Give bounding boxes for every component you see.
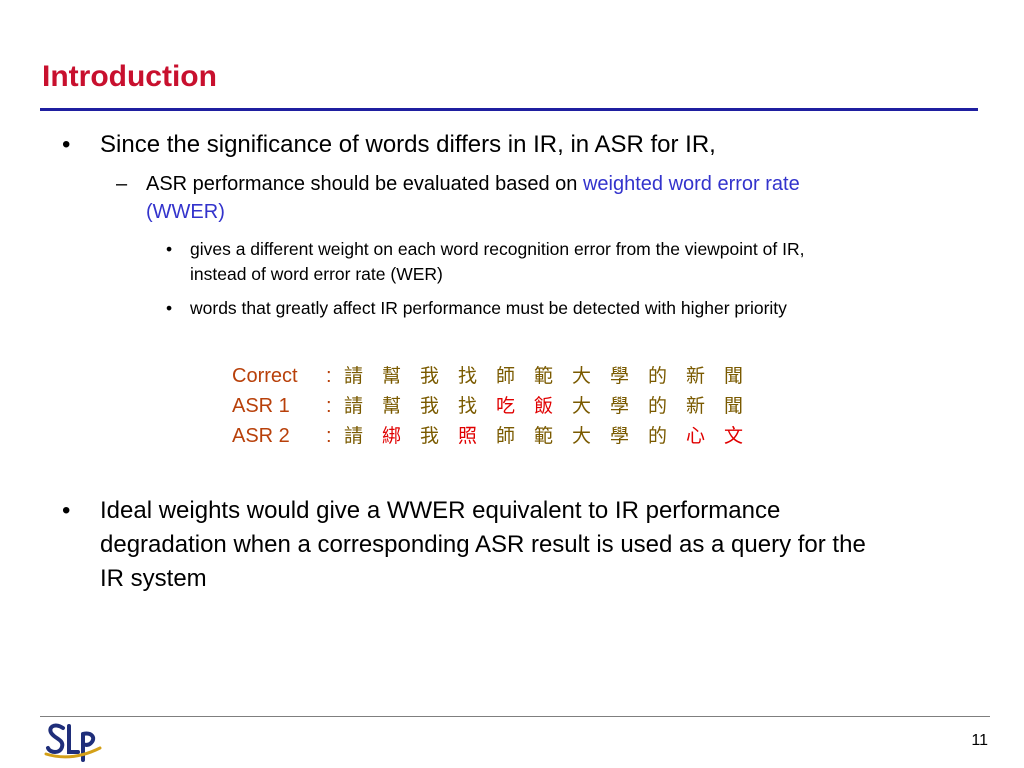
character: 大 [572,395,592,417]
bullet-2-line-3: IR system [100,565,207,592]
bullet-dot-icon: • [62,131,71,158]
character: 請 [344,425,364,447]
bullet-2: • Ideal weights would give a WWER equiva… [62,494,866,596]
item-1-line-2: instead of word error rate (WER) [190,264,443,284]
error-character: 綁 [382,425,402,447]
bullet-2-line-2: degradation when a corresponding ASR res… [100,531,866,558]
footer-rule [40,716,990,717]
character: 幫 [382,395,402,417]
character: 請 [344,365,364,387]
character: 學 [610,365,630,387]
character: 我 [420,365,440,387]
comparison-separator: : [326,425,332,447]
comparison-characters: 請幫我找吃飯大學的新聞 [344,391,762,421]
character: 請 [344,395,364,417]
character: 聞 [724,395,744,417]
error-character: 文 [724,425,744,447]
character: 找 [458,365,478,387]
comparison-label: Correct [232,365,298,387]
page-number: 11 [971,732,988,749]
comparison-label: ASR 1 [232,395,290,417]
wwer-highlight: weighted word error rate [582,173,800,195]
character: 大 [572,365,592,387]
error-character: 吃 [496,395,516,417]
character: 我 [420,395,440,417]
character: 範 [534,425,554,447]
bullet-dot-icon: • [62,497,71,524]
character: 的 [648,365,668,387]
comparison-label: ASR 2 [232,425,290,447]
character: 新 [686,365,706,387]
comparison-separator: : [326,395,332,417]
comparison-row: ASR 2: 請綁我照師範大學的心文 [232,421,762,451]
comparison-row: Correct: 請幫我找師範大學的新聞 [232,361,762,391]
comparison-row: ASR 1: 請幫我找吃飯大學的新聞 [232,391,762,421]
character: 的 [648,395,668,417]
item-2-text: words that greatly affect IR performance… [190,298,787,318]
bullet-1-sub-1-item-2: • words that greatly affect IR performan… [166,296,787,321]
character: 師 [496,425,516,447]
character: 學 [610,395,630,417]
item-1-line-1: gives a different weight on each word re… [190,239,805,259]
bullet-1: • Since the significance of words differ… [62,128,716,162]
character: 我 [420,425,440,447]
bullet-1-sub-1-item-1: • gives a different weight on each word … [166,237,805,287]
bullet-2-line-1: Ideal weights would give a WWER equivale… [100,497,781,524]
bullet-dash-icon: – [116,173,128,195]
character: 大 [572,425,592,447]
character: 幫 [382,365,402,387]
wwer-highlight-cont: (WWER) [146,201,225,223]
character: 範 [534,365,554,387]
sub-1-prefix: ASR performance should be evaluated base… [146,173,578,195]
comparison-characters: 請綁我照師範大學的心文 [344,421,762,451]
comparison-characters: 請幫我找師範大學的新聞 [344,361,762,391]
bullet-1-sub-1: – ASR performance should be evaluated ba… [116,170,800,226]
comparison-separator: : [326,365,332,387]
error-character: 飯 [534,395,554,417]
bullet-dot-icon: • [166,239,173,259]
bullet-1-text: Since the significance of words differs … [100,131,716,158]
character: 師 [496,365,516,387]
error-character: 心 [686,425,706,447]
character: 學 [610,425,630,447]
title-underline [40,108,978,111]
slp-logo-icon [44,723,102,762]
character: 的 [648,425,668,447]
character: 新 [686,395,706,417]
slide-title: Introduction [42,60,217,93]
error-character: 照 [458,425,478,447]
character: 找 [458,395,478,417]
character: 聞 [724,365,744,387]
bullet-dot-icon: • [166,298,173,318]
